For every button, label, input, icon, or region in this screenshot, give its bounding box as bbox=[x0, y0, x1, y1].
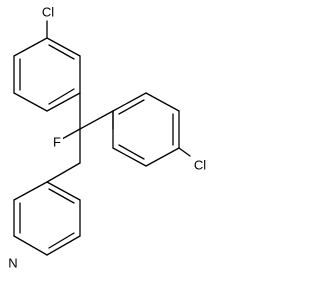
atom-label-fluorine: F bbox=[51, 134, 63, 150]
ring-chlorophenyl-right bbox=[112, 92, 180, 167]
atom-label-cl-right: Cl bbox=[188, 157, 210, 173]
atom-label-nitrogen: N bbox=[5, 255, 21, 271]
chemical-structure: Cl F Cl N bbox=[5, 4, 210, 271]
svg-text:Cl: Cl bbox=[194, 157, 206, 172]
bond-center-to-fluorine bbox=[61, 128, 81, 140]
ring-pyridine bbox=[13, 162, 81, 256]
ring-chlorophenyl-top bbox=[13, 37, 81, 112]
svg-text:F: F bbox=[53, 134, 61, 149]
svg-text:Cl: Cl bbox=[42, 4, 54, 19]
svg-text:N: N bbox=[8, 255, 17, 270]
atom-label-cl-top: Cl bbox=[37, 4, 59, 20]
bond-cl-right bbox=[178, 147, 191, 157]
bond-center-to-right-ring bbox=[79, 110, 114, 130]
